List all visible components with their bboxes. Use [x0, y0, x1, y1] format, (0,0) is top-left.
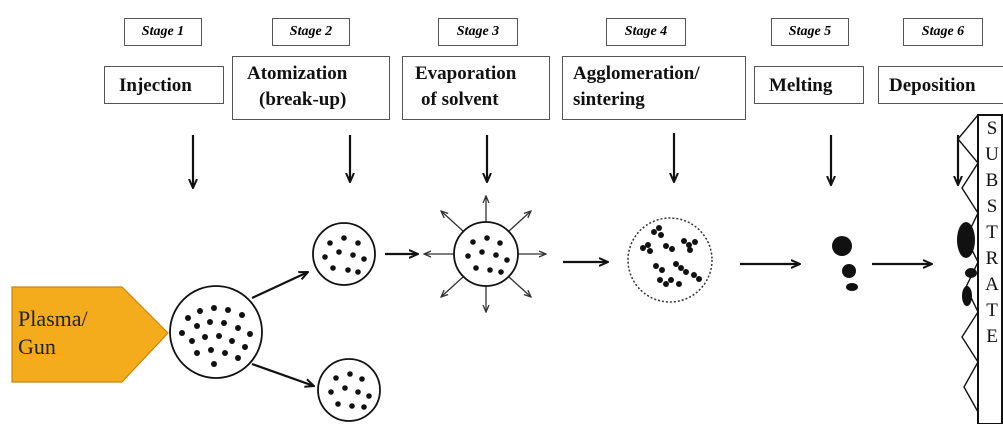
stage-5-tag: Stage 5	[771, 18, 849, 46]
stage-1-tag: Stage 1	[124, 18, 202, 46]
molten-droplets	[832, 236, 858, 291]
stage-3-title-line-2: of solvent	[421, 89, 499, 110]
substrate-letter: S	[986, 118, 998, 139]
stage-5-title-line-1: Melting	[769, 75, 833, 96]
stage-6-title: Deposition	[878, 66, 1003, 104]
stage-2-tag: Stage 2	[272, 18, 350, 46]
stage-5-title: Melting	[754, 66, 864, 104]
stage-6-tag: Stage 6	[903, 18, 983, 46]
plasma-gun-label-line-2: Gun	[18, 334, 56, 359]
substrate	[957, 114, 1003, 424]
agglomerated-particle	[627, 217, 713, 303]
plasma-gun-label: Plasma/ Gun	[18, 305, 88, 361]
stage-2-title-line-1: Atomization	[247, 63, 348, 84]
atomized-droplet-upper	[312, 222, 376, 286]
substrate-letter: T	[986, 222, 998, 243]
stage-4-title-line-1: Agglomeration/	[573, 63, 700, 84]
substrate-letter: S	[986, 196, 998, 217]
plasma-gun-label-line-1: Plasma/	[18, 306, 88, 331]
plasma-gun-shape	[11, 286, 169, 383]
substrate-letter: A	[985, 274, 999, 295]
stage-4-tag: Stage 4	[606, 18, 686, 46]
stage-6-title-line-1: Deposition	[889, 75, 976, 96]
arrow-to-lower-droplet	[251, 362, 314, 386]
substrate-letter: T	[986, 300, 998, 321]
injection-droplet	[169, 285, 263, 379]
stage-1-title-line-1: Injection	[119, 75, 192, 96]
stage-3-tag: Stage 3	[438, 18, 518, 46]
stage-2-title-line-2: (break-up)	[259, 89, 347, 110]
atomized-droplet-lower	[317, 358, 381, 422]
substrate-letter: U	[985, 144, 999, 165]
substrate-letter: R	[985, 248, 999, 269]
arrow-to-upper-droplet	[251, 272, 308, 299]
evaporating-droplet	[424, 196, 546, 312]
stage-1-title: Injection	[104, 66, 224, 104]
stage-2-title: Atomization (break-up)	[232, 56, 390, 120]
substrate-letter: E	[986, 326, 998, 347]
stage-3-title: Evaporation of solvent	[402, 56, 550, 120]
stage-3-title-line-1: Evaporation	[415, 63, 517, 84]
stage-4-title: Agglomeration/ sintering	[562, 56, 746, 120]
substrate-letter: B	[985, 170, 999, 191]
stage-4-title-line-2: sintering	[573, 89, 645, 110]
